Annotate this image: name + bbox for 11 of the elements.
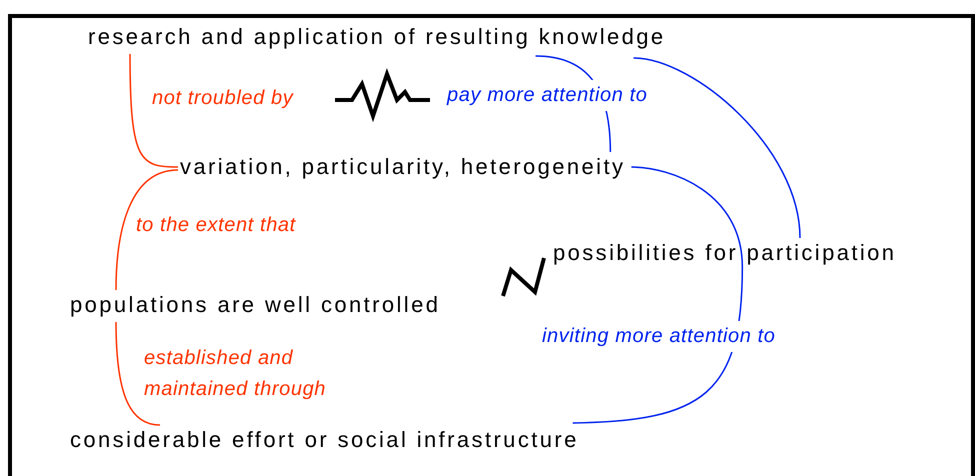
concept-text: populations are well controlled: [70, 290, 440, 320]
connector-curve: [572, 166, 744, 424]
connector-curve: [115, 322, 160, 426]
concept-text: research and application of resulting knowledge: [88, 22, 666, 52]
connector-curve: [633, 57, 801, 238]
edge-label: pay more attention to: [445, 80, 650, 111]
concept-text: considerable effort or social infrastructure: [70, 425, 579, 455]
concept-text: variation, particularity, heterogeneity: [180, 152, 626, 182]
connector-curve: [115, 169, 178, 290]
concept-text: possibilities for participation: [553, 238, 896, 268]
connector-curve: [129, 54, 178, 168]
